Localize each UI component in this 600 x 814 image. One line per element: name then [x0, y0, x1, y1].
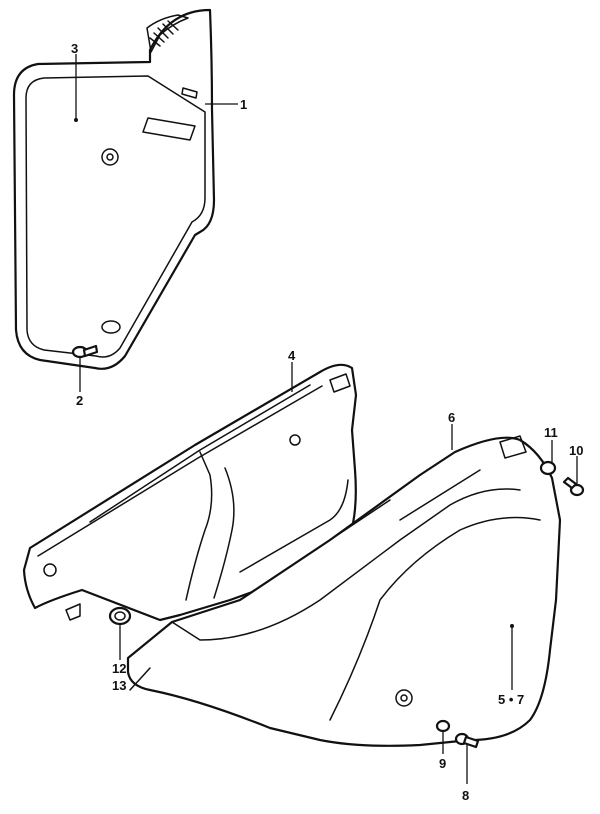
screw-10 [562, 476, 585, 497]
callout-8: 8 [462, 788, 469, 803]
right-side-cover [126, 435, 562, 747]
callout-13: 13 [112, 678, 126, 693]
callout-11: 11 [544, 425, 558, 440]
screw-8 [454, 732, 480, 749]
callout-3: 3 [71, 41, 78, 56]
callout-9: 9 [439, 756, 446, 771]
callout-5-7: 5 • 7 [498, 692, 524, 707]
left-frame-cover [22, 363, 358, 622]
collar-11 [539, 460, 557, 476]
grommet-12 [108, 606, 132, 626]
callout-4: 4 [288, 348, 296, 363]
number-plate [12, 8, 216, 370]
callout-2: 2 [76, 393, 83, 408]
screw-2 [71, 344, 99, 359]
callout-10: 10 [569, 443, 583, 458]
leader-lines [74, 54, 578, 784]
callout-12: 12 [112, 661, 126, 676]
callout-1: 1 [240, 97, 247, 112]
collar-9 [435, 719, 451, 733]
callout-6: 6 [448, 410, 455, 425]
